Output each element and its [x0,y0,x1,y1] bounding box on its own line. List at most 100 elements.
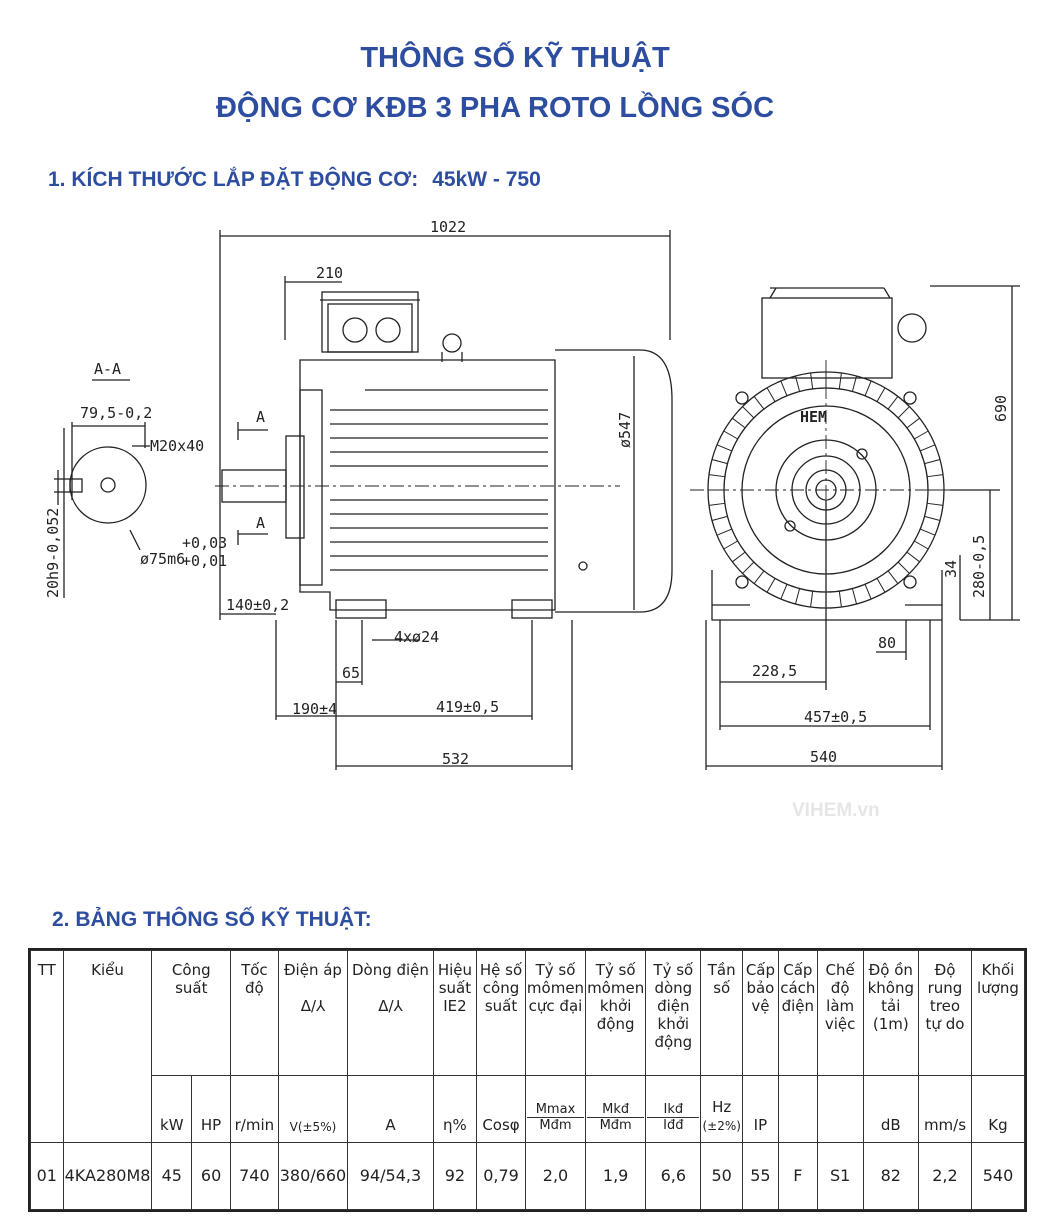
rib-line [914,540,929,550]
cell-start-torque: 1,9 [585,1142,647,1210]
delta-y-symbol: Δ/⅄ [300,997,326,1015]
cell-duty: S1 [816,1142,864,1210]
header-frequency: Tần số [700,950,743,1076]
dim-540: 540 [810,748,837,766]
rib-line [851,588,858,605]
header-speed: Tốc độ [230,950,279,1076]
rib-line [732,551,746,563]
rib-line [723,540,738,550]
rib-line [810,372,814,389]
rib-line [927,502,944,506]
header-noise: Độ ồn không tải (1m) [862,950,920,1076]
dim-457: 457±0,5 [804,708,867,726]
unit-power-factor: Cosφ [476,1075,526,1143]
unit-hp: HP [191,1075,232,1143]
dim-4x24: 4xø24 [394,628,439,646]
rib-line [742,561,755,574]
unit-kw: kW [151,1075,193,1143]
rib-line [838,372,842,389]
dim-690: 690 [992,395,1010,422]
header-power: Công suất [151,950,232,1076]
cell-model: 4KA280M8 [62,1142,153,1210]
title-line-1: THÔNG SỐ KỸ THUẬT [360,42,670,74]
rib-line [887,396,899,410]
dim-210: 210 [316,264,343,282]
dim-1022: 1022 [430,218,466,236]
rib-line [851,375,858,392]
label-section-aa: A-A [94,360,121,378]
rib-line [732,417,746,429]
rib-line [914,430,929,440]
watermark: VIHEM.vn [792,800,880,821]
end-view-ribs [708,372,944,608]
rib-line [794,375,801,392]
dim-280: 280-0,5 [970,535,988,598]
cell-start-current: 6,6 [645,1142,702,1210]
rib-line [742,406,755,419]
unit-current: A [347,1075,434,1143]
rib-line [906,551,920,563]
cell-tt: 01 [30,1142,64,1210]
rib-line [906,417,920,429]
header-mass: Khối lượng [970,950,1026,1076]
cell-hp: 60 [191,1142,232,1210]
rib-line [711,515,728,522]
rib-line [864,380,872,396]
rib-line [708,502,725,506]
unit-vibration: mm/s [918,1075,972,1143]
dim-m20x40: M20x40 [150,437,204,455]
dim-190: 190±4 [292,700,337,718]
rib-line [716,444,732,452]
cell-frequency: 50 [700,1142,743,1210]
header-efficiency: Hiệu suất IE2 [432,950,478,1076]
cell-max-torque: 2,0 [524,1142,587,1210]
dim-80: 80 [878,634,896,652]
rib-line [766,387,776,402]
cell-voltage: 380/660 [277,1142,349,1210]
rib-line [716,528,732,536]
rib-line [753,396,765,410]
header-power-factor: Hệ số công suất [476,950,526,1076]
rib-line [794,588,801,605]
dim-34: 34 [942,560,960,578]
unit-voltage: V(±5%) [277,1075,349,1143]
cell-noise: 82 [862,1142,920,1210]
rib-line [766,578,776,593]
cell-current: 94/54,3 [347,1142,434,1210]
rib-line [897,561,910,574]
cell-power-factor: 0,79 [476,1142,526,1210]
cell-efficiency: 92 [432,1142,478,1210]
section-spec-table-heading: 2. BẢNG THÔNG SỐ KỸ THUẬT: [52,908,372,931]
dim-140: 140±0,2 [226,596,289,614]
rib-line [920,528,936,536]
dim-75m6-tol-top: +0,03 [182,534,227,552]
unit-ip: IP [741,1075,779,1143]
rib-line [924,458,941,465]
rib-line [927,474,944,478]
dim-547: ø547 [616,412,634,448]
section-dimensions-heading: 1. KÍCH THƯỚC LẮP ĐẶT ĐỘNG CƠ:45kW - 750 [48,168,541,192]
header-model: Kiểu [62,950,153,1143]
header-tt: TT [30,950,64,1143]
cell-insulation: F [777,1142,818,1210]
dim-65: 65 [342,664,360,682]
rib-line [780,380,788,396]
rib-line [924,515,941,522]
brand-logo-text: HEM [800,408,827,426]
rib-line [897,406,910,419]
rib-line [920,444,936,452]
header-start-torque: Tỷ số mômen khởi động [585,950,647,1076]
unit-noise: dB [862,1075,920,1143]
cell-mass: 540 [970,1142,1026,1210]
cell-ip: 55 [741,1142,779,1210]
rib-line [711,458,728,465]
rib-line [887,570,899,584]
header-start-current: Tỷ số dòng điện khởi động [645,950,702,1076]
header-ip: Cấp bảo vệ [741,950,779,1076]
